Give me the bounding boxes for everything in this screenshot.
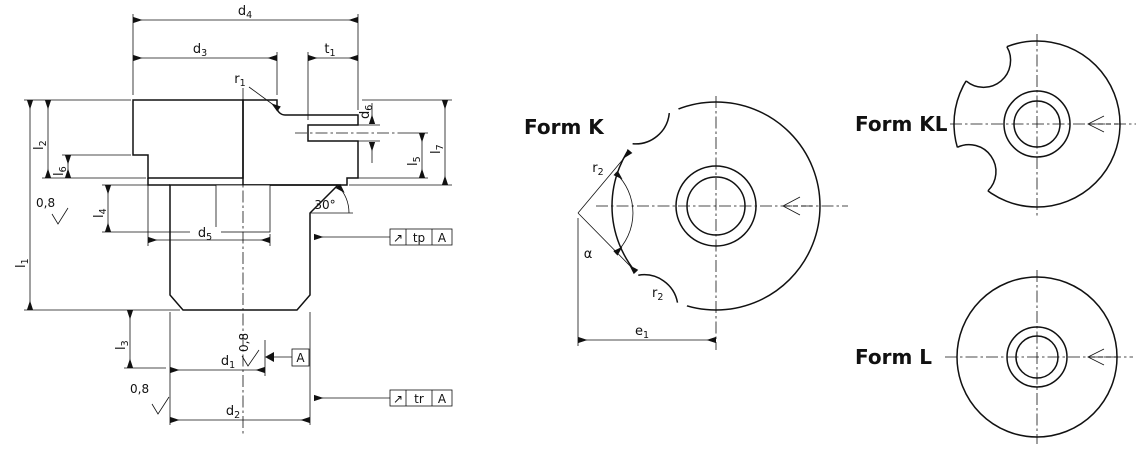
roughness-value: 0,8	[130, 382, 149, 396]
dim-label-d2: d2	[226, 404, 240, 421]
form-kl-label: Form KL	[855, 112, 948, 136]
tolerance-datum: A	[438, 392, 447, 406]
dimension-l5: l5	[358, 132, 428, 179]
form-kl-view: Form KL	[855, 33, 1136, 218]
head-lip-edge	[147, 178, 170, 186]
roughness-symbol	[51, 207, 69, 225]
dimension-l2: l2	[24, 99, 146, 179]
dim-label-d6: d6	[358, 105, 375, 119]
section-view: d4 d3 t1 r1 d6 l5	[14, 4, 453, 435]
dimension-r2-upper: r2	[577, 148, 633, 214]
dim-label-r2: r2	[592, 161, 603, 178]
dimension-d1: d1	[169, 312, 266, 425]
dimension-l6: l6	[52, 154, 131, 178]
dimension-r2-lower: r2	[577, 212, 663, 303]
tolerance-frame-tr: ↗ tr A	[314, 389, 453, 407]
roughness-mark-left: 0,8	[36, 196, 69, 225]
tolerance-value: tp	[413, 231, 425, 245]
form-k-lower-recess	[638, 273, 679, 303]
form-k-view: Form K r2 r2 α e1	[524, 92, 848, 350]
dimension-d2: d2	[170, 312, 311, 425]
dim-label-l7: l7	[429, 144, 446, 154]
roughness-value: 0,8	[36, 196, 55, 210]
dim-label-l6: l6	[52, 166, 69, 176]
dim-label-d5: d5	[198, 226, 212, 243]
view-direction-arrow	[782, 196, 812, 216]
knurled-head-section	[132, 99, 244, 179]
head-section-hatched	[242, 99, 359, 186]
radius-r1: r1	[234, 72, 281, 112]
dimension-d5: d5	[147, 182, 271, 246]
datum-feature-A: A	[265, 348, 310, 367]
datum-label: A	[296, 351, 305, 365]
roughness-mark-bottom: 0,8	[130, 382, 170, 415]
dim-label-t1: t1	[324, 42, 335, 59]
form-k-label: Form K	[524, 115, 605, 139]
dim-label-l3: l3	[114, 340, 131, 350]
dim-label-r1: r1	[234, 72, 245, 89]
dimension-l3: l3	[114, 310, 166, 369]
dim-label-l1: l1	[14, 258, 31, 268]
dimension-l1: l1	[14, 100, 180, 311]
dimension-l4: l4	[92, 184, 216, 233]
dimension-l7: l7	[349, 99, 452, 186]
dim-label-30deg: 30°	[314, 198, 335, 212]
roughness-value: 0,8	[237, 333, 251, 352]
dim-label-r2: r2	[652, 286, 663, 303]
tolerance-value: tr	[414, 392, 424, 406]
dimension-d3: d3	[133, 42, 278, 95]
tolerance-symbol-icon: ↗	[393, 392, 403, 406]
dim-label-e1: e1	[635, 324, 649, 341]
dim-label-alpha: α	[584, 247, 593, 262]
dim-label-d4: d4	[238, 4, 252, 21]
dim-label-l2: l2	[32, 140, 49, 150]
dim-label-d1: d1	[221, 354, 235, 371]
angle-30-callout: 30°	[310, 183, 353, 214]
dimension-d6: d6	[358, 103, 380, 163]
roughness-symbol	[241, 349, 260, 367]
form-kl-upper-recess	[965, 46, 1012, 89]
tolerance-symbol-icon: ↗	[393, 231, 403, 245]
tolerance-datum: A	[438, 231, 447, 245]
dimension-d4: d4	[132, 4, 359, 110]
form-kl-lower-recess	[956, 143, 997, 192]
dim-label-l5: l5	[406, 156, 423, 166]
dimension-alpha: α	[584, 170, 634, 262]
form-k-upper-recess	[632, 113, 671, 145]
view-direction-arrow	[1087, 348, 1118, 366]
form-l-label: Form L	[855, 345, 932, 369]
dimension-e1: e1	[577, 218, 716, 346]
tolerance-frame-tp: ↗ tp A	[314, 228, 453, 246]
dimension-t1: t1	[307, 42, 358, 120]
view-direction-arrow	[1087, 115, 1118, 133]
shank-section-hatched	[169, 184, 340, 311]
dim-label-d3: d3	[193, 42, 207, 59]
form-l-view: Form L	[855, 270, 1133, 444]
roughness-mark-mid: 0,8	[237, 333, 260, 367]
roughness-symbol	[151, 396, 170, 415]
dim-label-l4: l4	[92, 208, 109, 218]
